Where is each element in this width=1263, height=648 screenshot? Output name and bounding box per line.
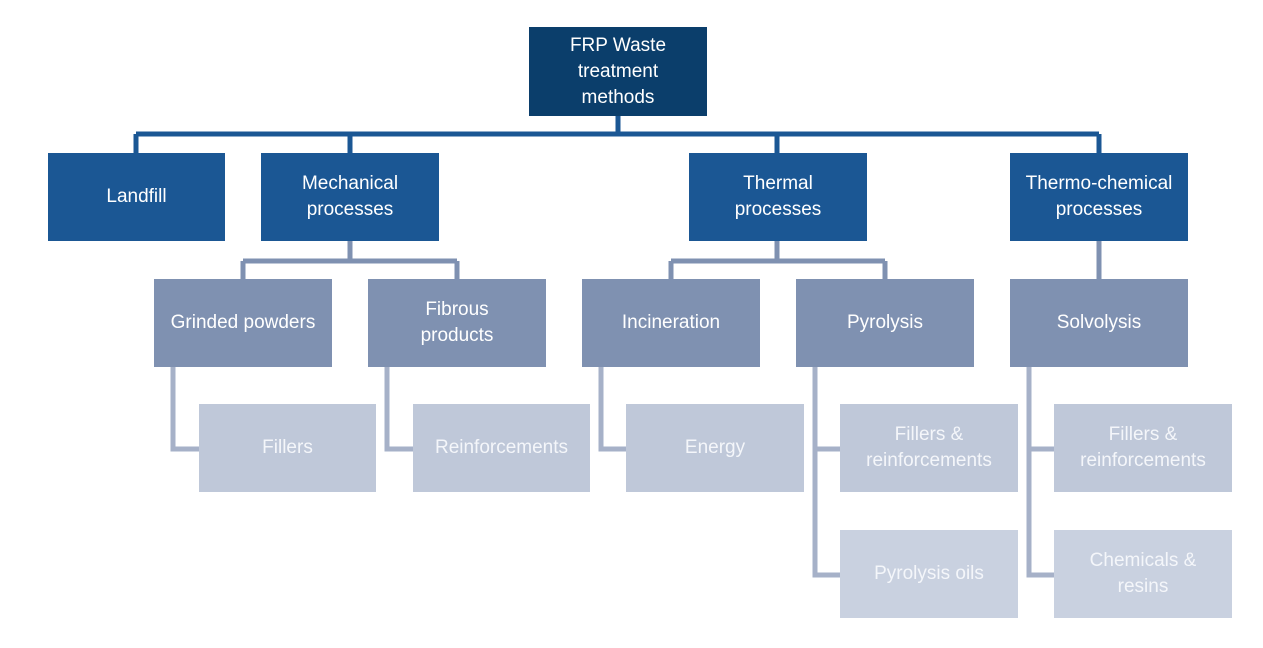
connector-incineration <box>598 367 627 452</box>
output-pyrolysis-oils: Pyrolysis oils <box>840 530 1018 618</box>
category-mechanical-processes: Mechanical processes <box>261 153 439 241</box>
connector-grinded <box>170 367 200 452</box>
process-pyrolysis: Pyrolysis <box>796 279 974 367</box>
output-fillers: Fillers <box>199 404 376 492</box>
output-energy: Energy <box>626 404 804 492</box>
connector-mechanical <box>240 241 460 279</box>
output-chemicals-resins: Chemicals & resins <box>1054 530 1232 618</box>
root-node: FRP Waste treatment methods <box>529 27 707 116</box>
category-thermochemical-processes: Thermo-chemical processes <box>1010 153 1188 241</box>
connector-pyrolysis <box>812 367 841 578</box>
output-pyrolysis-fillers-reinforcements: Fillers & reinforcements <box>840 404 1018 492</box>
connector-solvolysis <box>1026 367 1055 578</box>
connector-thermal <box>668 241 888 279</box>
connector-fibrous <box>384 367 414 452</box>
process-solvolysis: Solvolysis <box>1010 279 1188 367</box>
category-thermal-processes: Thermal processes <box>689 153 867 241</box>
output-reinforcements: Reinforcements <box>413 404 590 492</box>
process-fibrous-products: Fibrous products <box>368 279 546 367</box>
output-solvolysis-fillers-reinforcements: Fillers & reinforcements <box>1054 404 1232 492</box>
process-grinded-powders: Grinded powders <box>154 279 332 367</box>
category-landfill: Landfill <box>48 153 225 241</box>
connector-root-bus <box>133 116 1102 153</box>
process-incineration: Incineration <box>582 279 760 367</box>
